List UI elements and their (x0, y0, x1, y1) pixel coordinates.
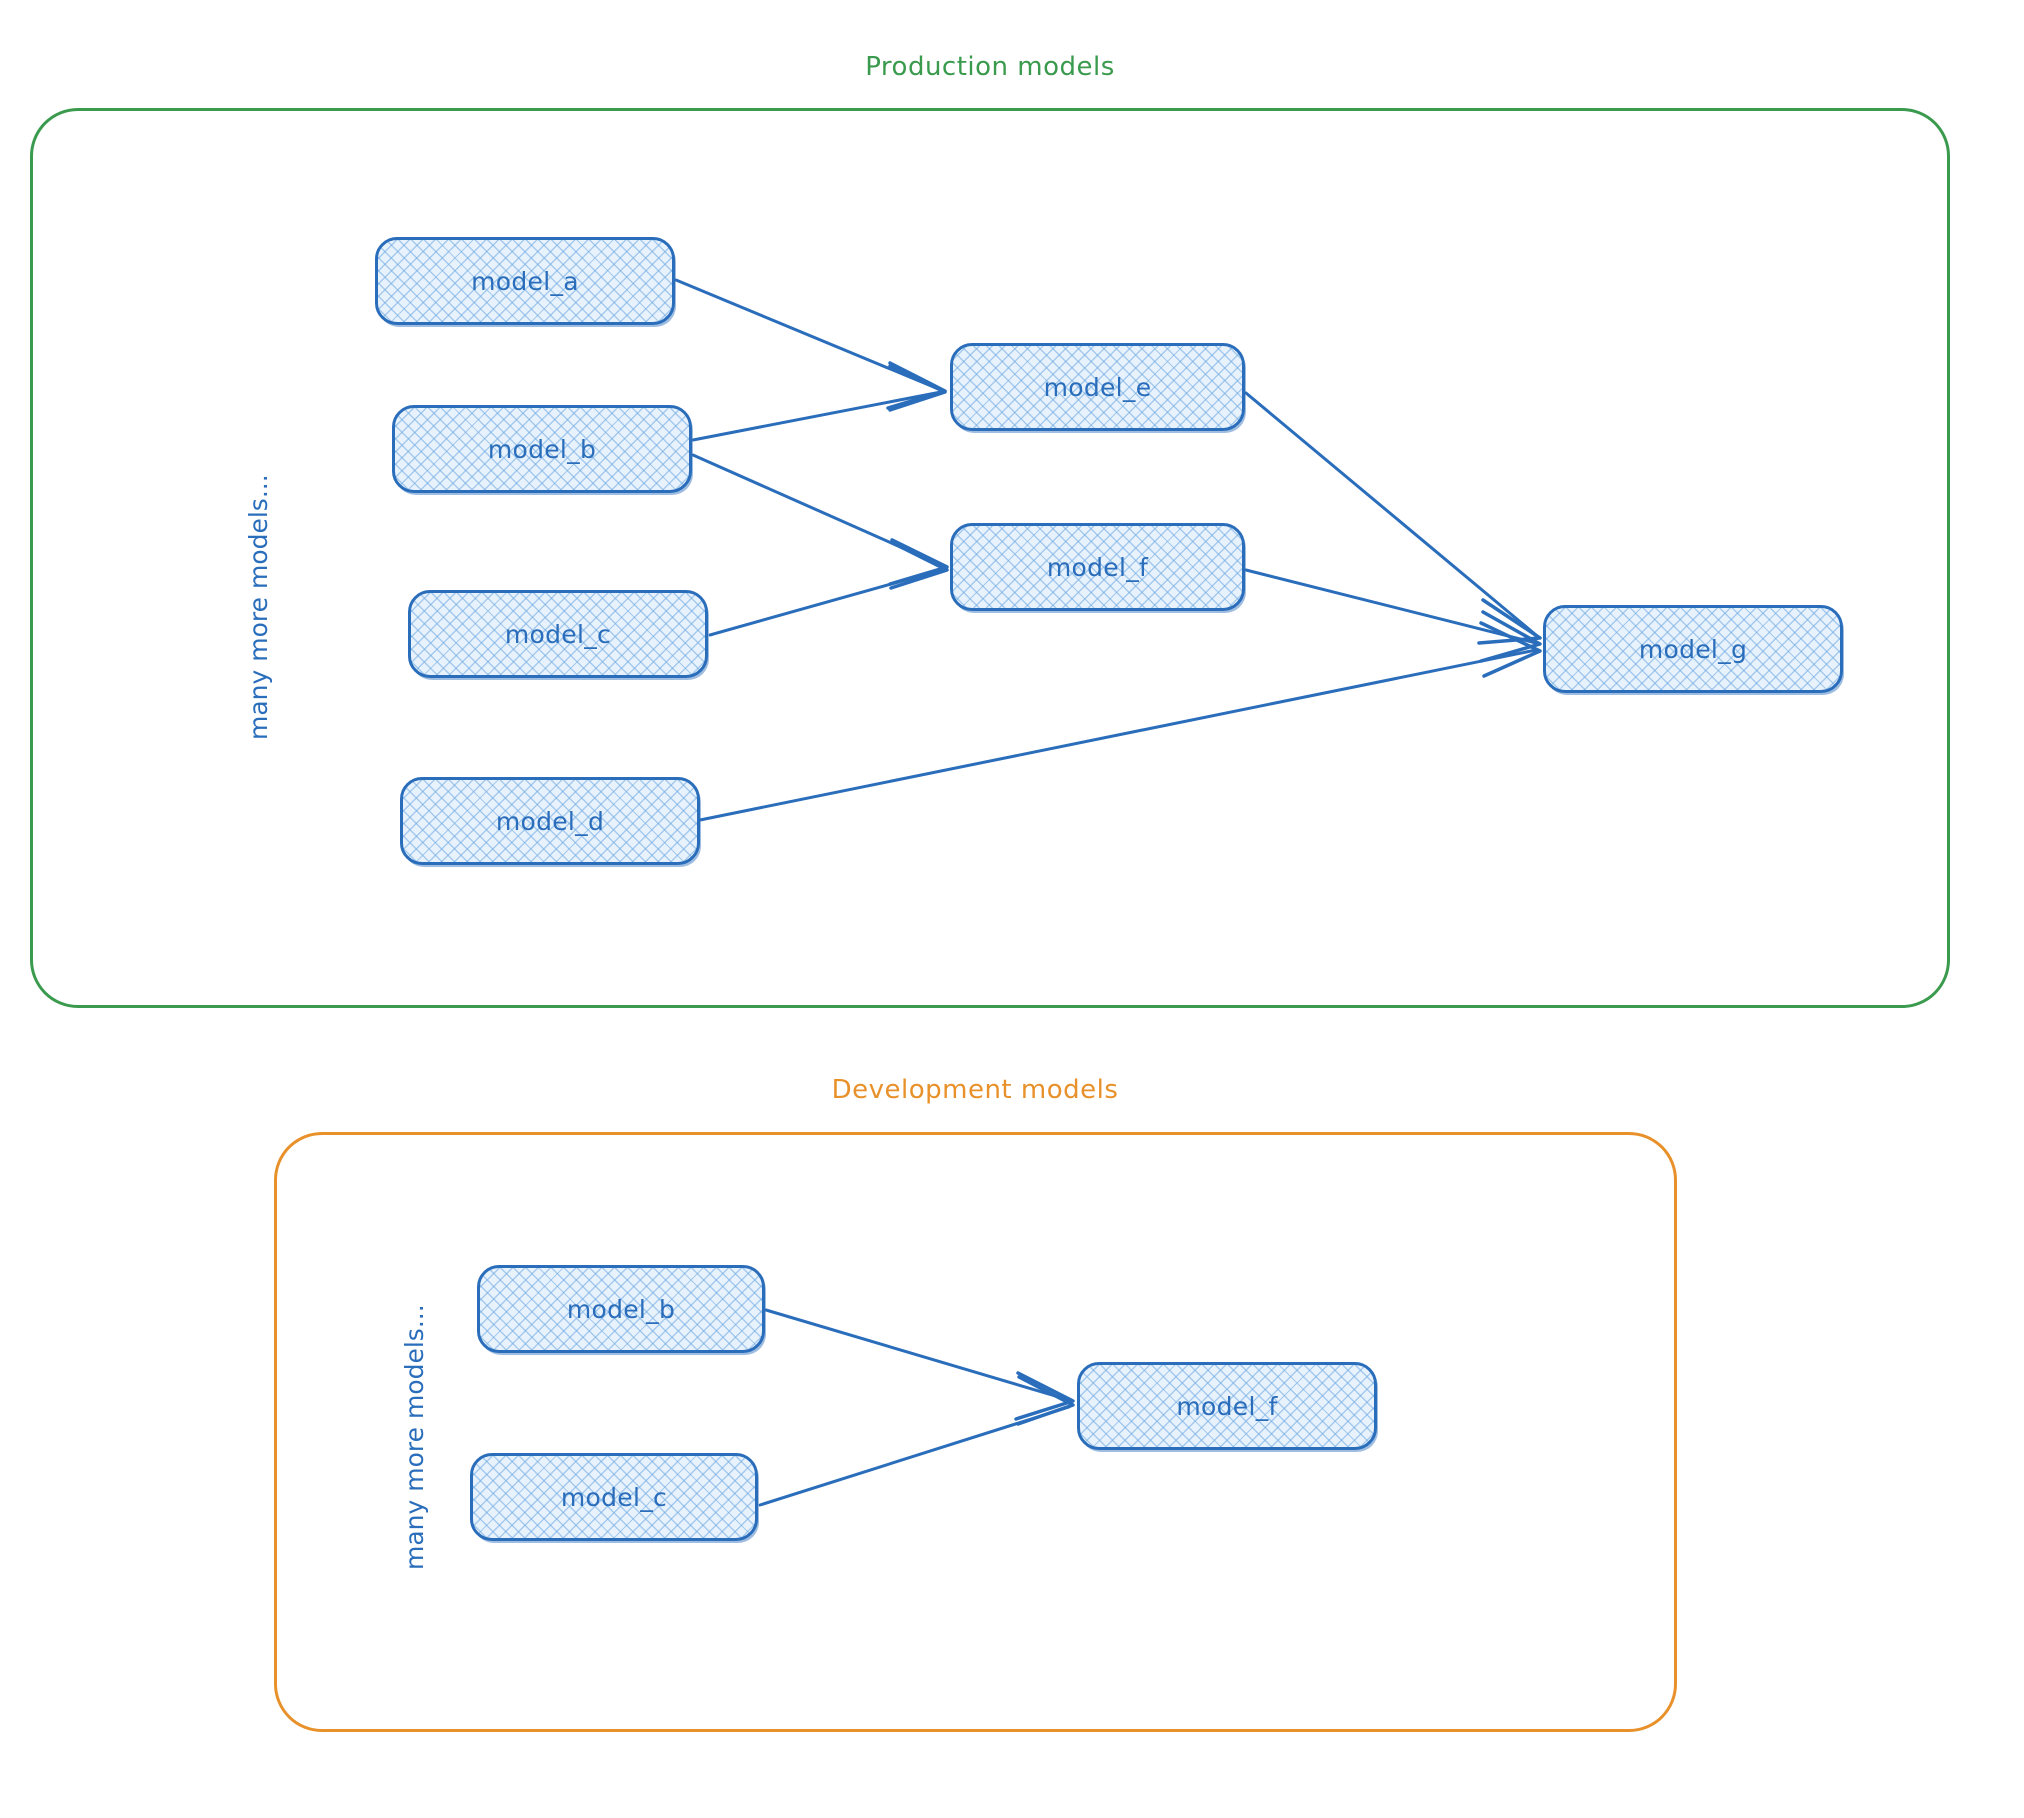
development-side-label: many more models... (400, 1304, 429, 1570)
node-dev_model_c[interactable]: model_c (470, 1453, 758, 1541)
node-label: model_f (1046, 552, 1149, 582)
node-prod_model_b[interactable]: model_b (392, 405, 692, 493)
node-dev_model_b[interactable]: model_b (477, 1265, 765, 1353)
production-group-box (30, 108, 1950, 1008)
node-prod_model_c[interactable]: model_c (408, 590, 708, 678)
node-label: model_b (487, 434, 597, 464)
node-label: model_d (495, 806, 605, 836)
node-prod_model_e[interactable]: model_e (950, 343, 1245, 431)
node-prod_model_d[interactable]: model_d (400, 777, 700, 865)
node-dev_model_f[interactable]: model_f (1077, 1362, 1377, 1450)
node-label: model_f (1176, 1391, 1278, 1421)
node-label: model_e (1043, 372, 1152, 402)
development-group-title: Development models (831, 1075, 1119, 1105)
node-label: model_c (560, 1482, 668, 1512)
node-label: model_g (1638, 634, 1748, 664)
node-label: model_b (566, 1294, 676, 1324)
production-group-title: Production models (865, 52, 1115, 82)
node-prod_model_g[interactable]: model_g (1543, 605, 1843, 693)
node-label: model_c (504, 619, 612, 649)
node-label: model_a (471, 266, 579, 296)
node-prod_model_f[interactable]: model_f (950, 523, 1245, 611)
node-prod_model_a[interactable]: model_a (375, 237, 675, 325)
development-group-box (274, 1132, 1677, 1732)
production-side-label: many more models... (244, 474, 273, 740)
